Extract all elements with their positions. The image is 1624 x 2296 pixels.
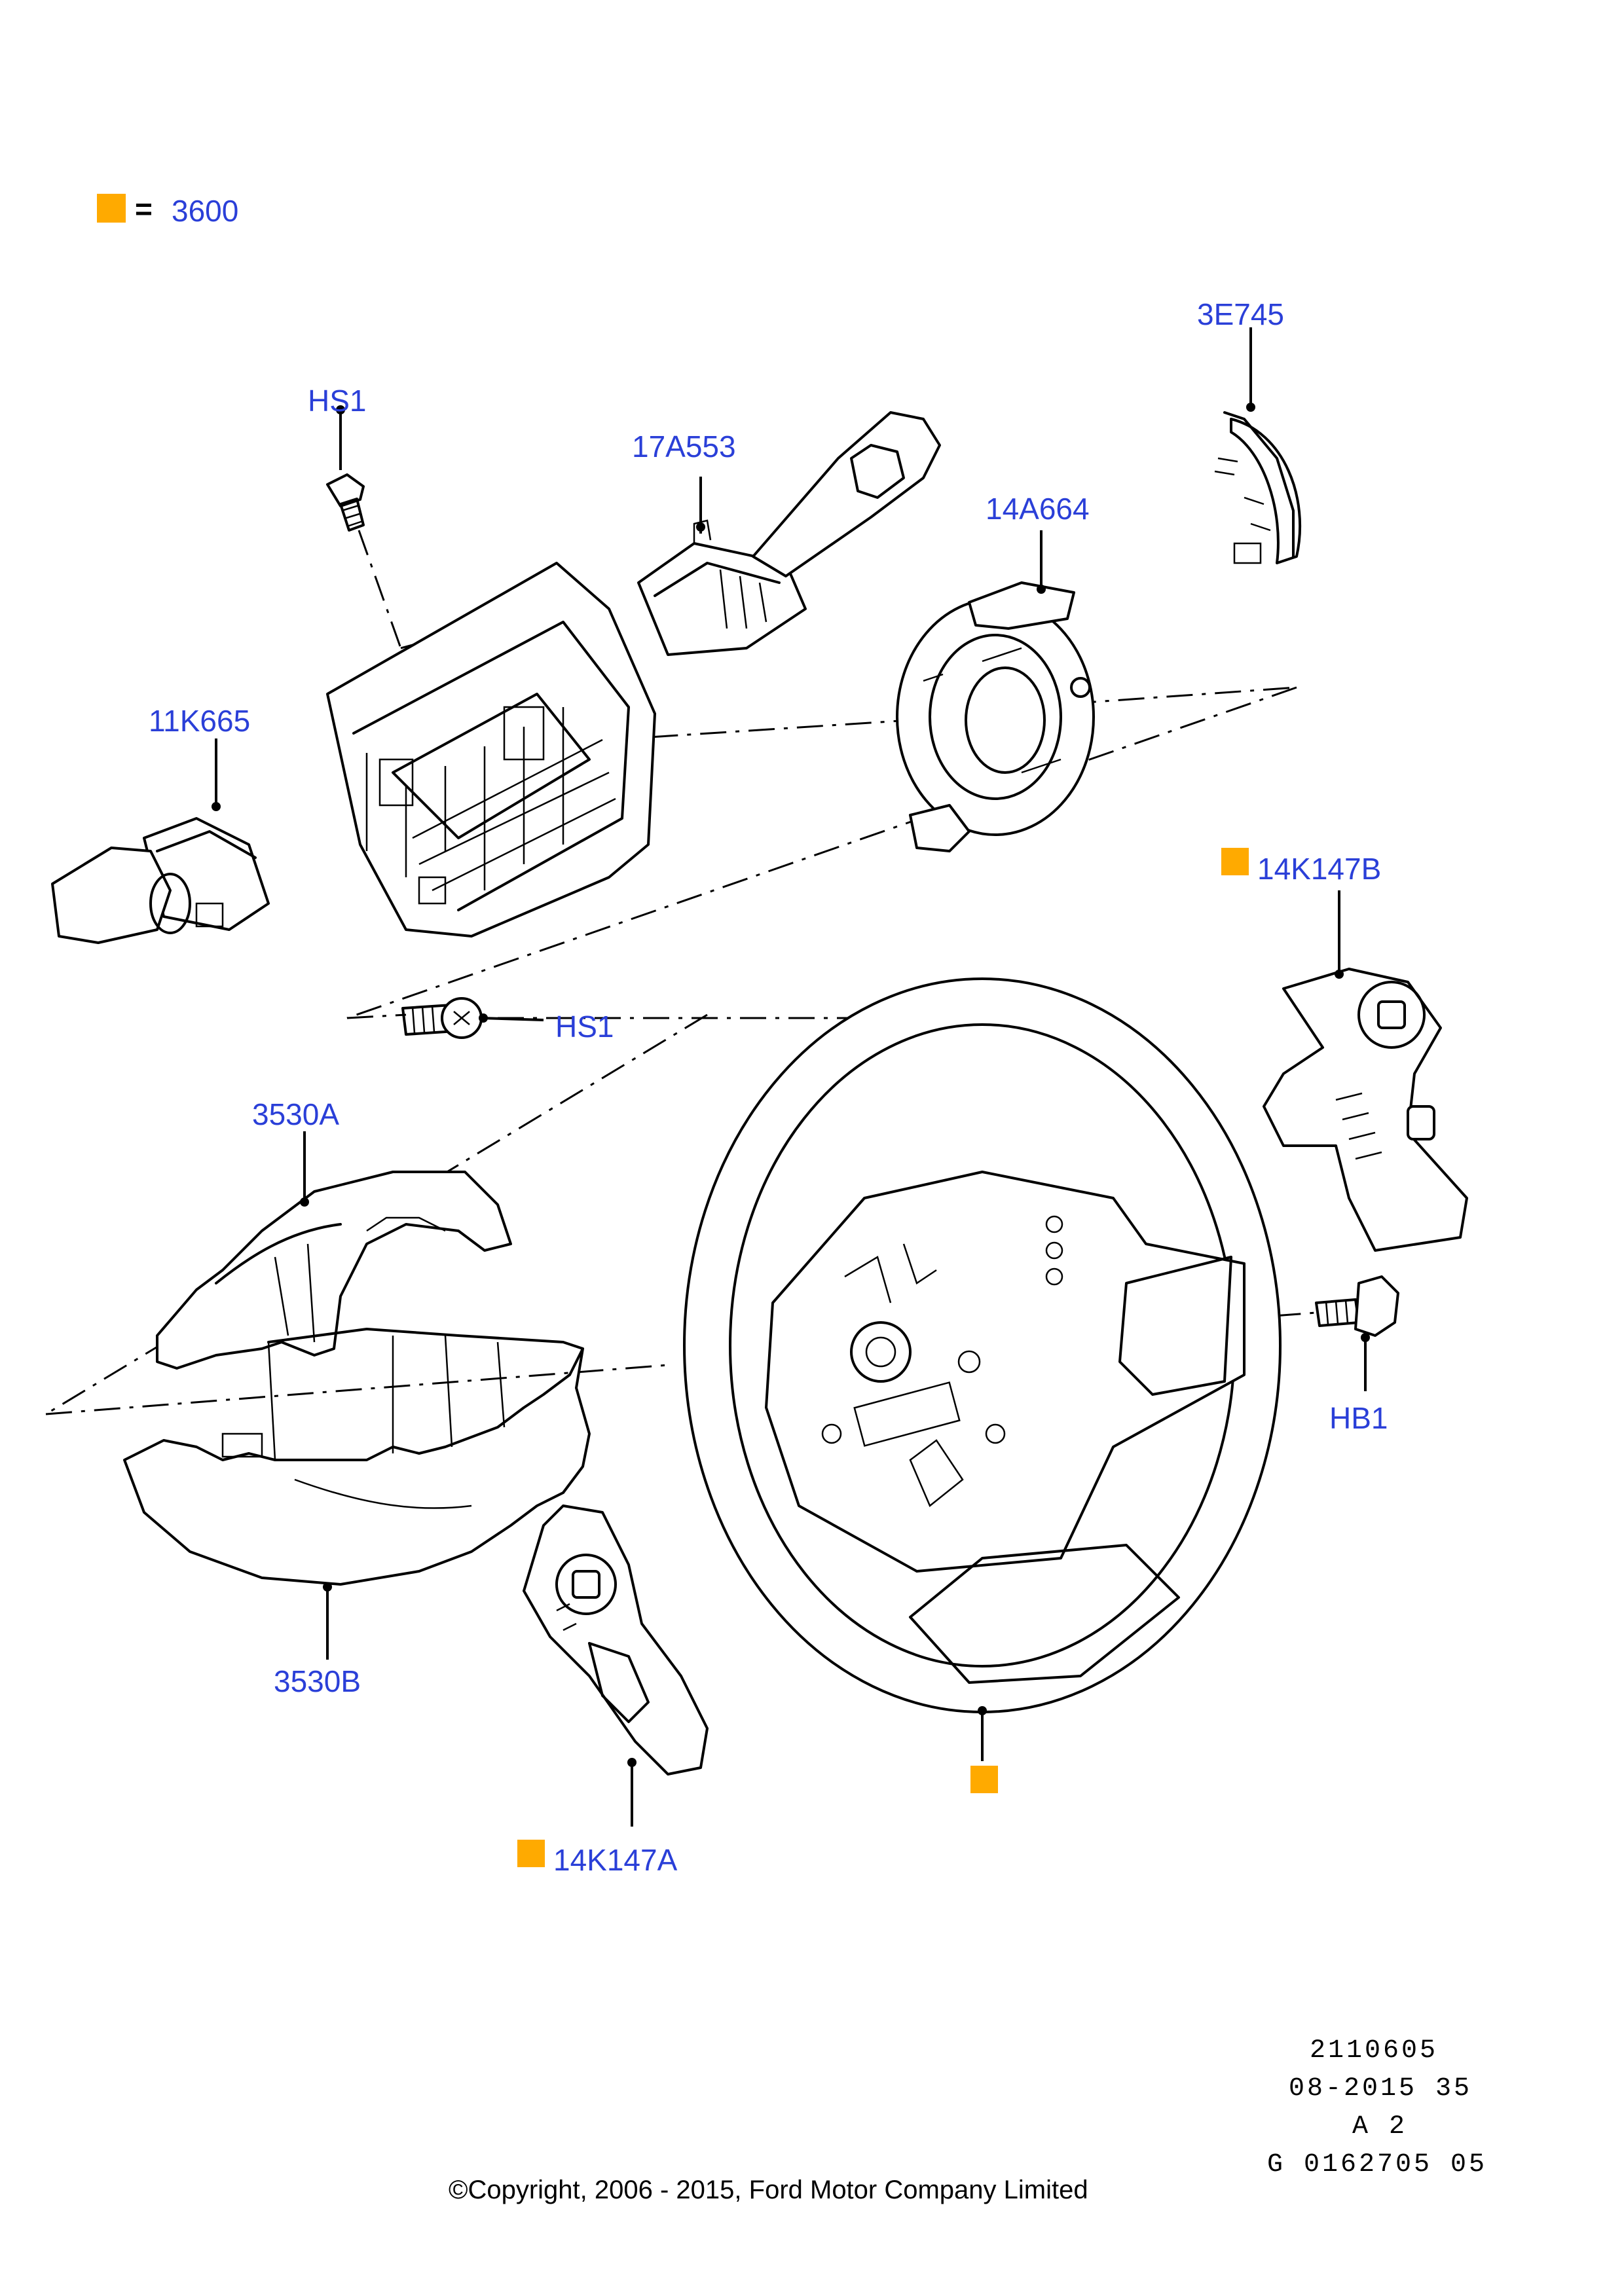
label-3530b: 3530B xyxy=(274,1664,361,1698)
3e745-angle-sensor xyxy=(1214,411,1302,564)
legend-code: 3600 xyxy=(172,194,238,228)
marker-steering-wheel xyxy=(970,1766,998,1793)
reference-line-3: A 2 xyxy=(1352,2112,1407,2141)
copyright-notice: ©Copyright, 2006 - 2015, Ford Motor Comp… xyxy=(449,2176,1088,2204)
label-hb1: HB1 xyxy=(1329,1401,1388,1435)
hs1-bottom-screw xyxy=(401,997,483,1039)
14a664-clockspring xyxy=(896,581,1095,852)
orange-markers xyxy=(517,848,1249,1867)
column-switch-housing xyxy=(326,562,656,938)
3530a-upper-shroud xyxy=(156,1171,512,1370)
label-3e745: 3E745 xyxy=(1197,297,1284,331)
label-hs1-top: HS1 xyxy=(308,384,366,418)
marker-14k147b xyxy=(1221,848,1249,875)
legend: = 3600 xyxy=(97,192,238,228)
legend-swatch xyxy=(97,194,126,223)
label-14k147a: 14K147A xyxy=(553,1843,678,1877)
label-14a664: 14A664 xyxy=(986,492,1090,526)
14k147b-right-switch xyxy=(1263,968,1468,1252)
14k147a-left-switch xyxy=(523,1504,709,1776)
hb1-bolt xyxy=(1315,1275,1399,1337)
17a553-wiper-stalk xyxy=(637,411,941,656)
label-hs1-bottom: HS1 xyxy=(555,1010,614,1044)
reference-line-4: G 0162705 05 xyxy=(1267,2150,1487,2179)
steering-wheel xyxy=(683,977,1282,1713)
label-3530a: 3530A xyxy=(252,1097,339,1131)
reference-block: 2110605 08-2015 35 A 2 G 0162705 05 xyxy=(1267,2036,1487,2179)
callout-labels: HS1 17A553 3E745 14A664 11K665 14K147B H… xyxy=(149,297,1388,1877)
reference-line-2: 08-2015 35 xyxy=(1289,2074,1472,2104)
label-11k665: 11K665 xyxy=(149,704,250,738)
label-17a553: 17A553 xyxy=(632,429,736,464)
reference-line-1: 2110605 xyxy=(1310,2036,1438,2066)
3530b-lower-shroud xyxy=(123,1328,591,1586)
11k665-lighting-stalk xyxy=(51,817,270,944)
legend-equals: = xyxy=(135,192,153,226)
leader-lines xyxy=(212,327,1370,1827)
marker-14k147a xyxy=(517,1840,545,1867)
label-14k147b: 14K147B xyxy=(1257,852,1381,886)
hs1-top-screw xyxy=(326,473,365,532)
